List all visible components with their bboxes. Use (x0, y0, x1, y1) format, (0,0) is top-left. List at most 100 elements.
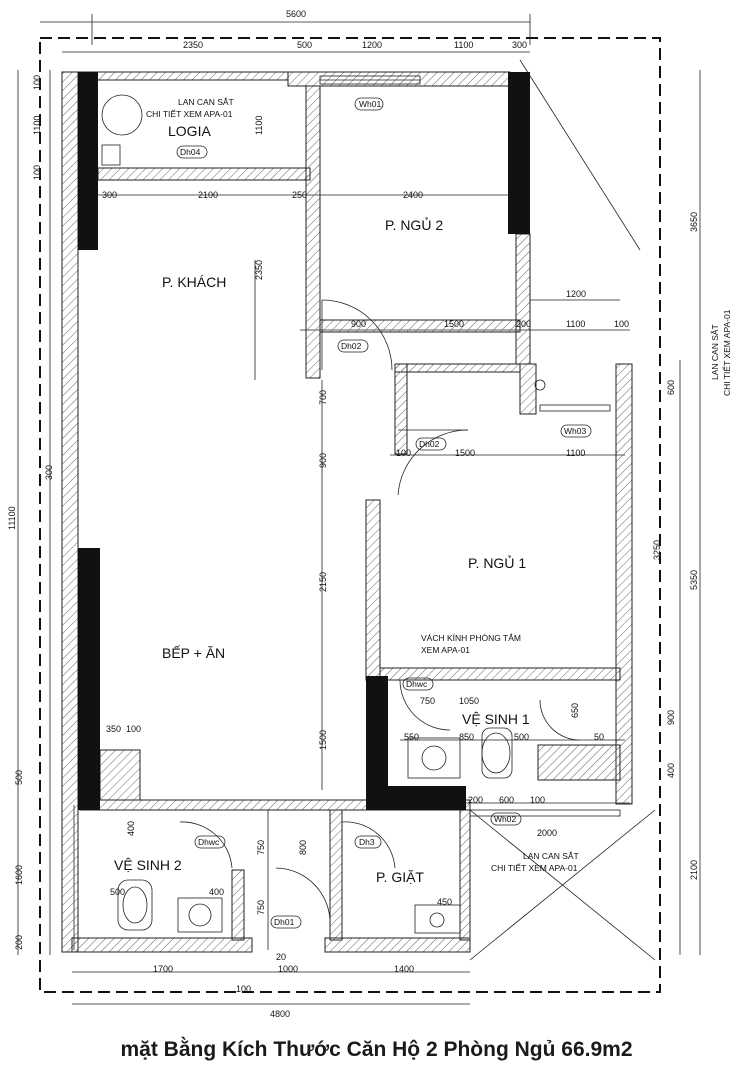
room-bedroom-2: P. NGỦ 2 (385, 216, 443, 233)
dim-text: 650 (570, 703, 580, 718)
dim-text: 1100 (566, 448, 585, 458)
dim-text: 1400 (394, 964, 414, 974)
dim-text: 5600 (286, 9, 306, 19)
tag-wh03: Wh03 (564, 426, 586, 436)
dim-text: 2350 (254, 260, 264, 280)
note-railing-top-2: CHI TIẾT XEM APA-01 (146, 109, 233, 119)
room-bathroom-1: VỆ SINH 1 (462, 711, 530, 727)
dim-text: 3650 (689, 212, 699, 232)
tag-dhwc-2: Dhwc (198, 837, 220, 847)
dim-text: 750 (256, 840, 266, 855)
dim-text: 20 (276, 952, 286, 962)
dim-text: 1050 (459, 696, 479, 706)
dim-text: 450 (437, 897, 452, 907)
dim-text: 600 (666, 380, 676, 395)
dim-text: 2350 (183, 40, 203, 50)
note-railing-right-1: LAN CAN SẮT (710, 324, 720, 380)
tag-dhwc-1: Dhwc (406, 679, 428, 689)
dim-text: 1100 (32, 116, 42, 135)
dim-text: 100 (530, 795, 545, 805)
dim-text: 900 (351, 319, 366, 329)
dim-text: 500 (110, 887, 125, 897)
plan-boundary (39, 37, 661, 993)
dim-text: 100 (32, 75, 42, 90)
fixtures (101, 94, 546, 934)
room-bedroom-1: P. NGỦ 1 (468, 554, 526, 571)
room-kitchen-dining: BẾP + ĂN (162, 645, 225, 661)
dim-text: 400 (666, 763, 676, 778)
tag-wh01: Wh01 (359, 99, 381, 109)
dim-text: 100 (236, 984, 251, 994)
room-laundry: P. GIẶT (376, 869, 424, 885)
dim-text: 1100 (566, 319, 585, 329)
structural-columns (78, 72, 530, 810)
note-railing-bottom-2: CHI TIẾT XEM APA-01 (491, 863, 578, 873)
dim-text: 300 (102, 190, 117, 200)
dim-text: 2100 (198, 190, 218, 200)
dim-text: 500 (14, 770, 24, 785)
dim-text: 700 (318, 390, 328, 405)
tag-dh02-a: Dh02 (341, 341, 362, 351)
dim-text: 750 (256, 900, 266, 915)
dim-text: 4800 (270, 1009, 290, 1019)
dim-text: 200 (468, 795, 483, 805)
dim-text: 11100 (7, 506, 17, 530)
dim-text: 2100 (689, 860, 699, 880)
dim-text: 850 (459, 732, 474, 742)
dim-text: 200 (516, 319, 531, 329)
dim-text: 900 (318, 453, 328, 468)
dim-text: 3250 (652, 540, 662, 560)
dim-text: 350 (106, 724, 121, 734)
dim-text: 800 (298, 840, 308, 855)
dim-text: 500 (514, 732, 529, 742)
dim-text: 100 (126, 724, 141, 734)
walls (61, 71, 633, 953)
tag-dh02-b: Dh02 (419, 439, 440, 449)
dim-text: 550 (404, 732, 419, 742)
dim-text: 100 (32, 165, 42, 180)
room-living: P. KHÁCH (162, 274, 226, 290)
notes: LAN CAN SẮT CHI TIẾT XEM APA-01 LAN CAN … (146, 97, 732, 873)
tag-wh02: Wh02 (494, 814, 516, 824)
dim-text: 2400 (403, 190, 423, 200)
note-glass-partition-1: VÁCH KÍNH PHÒNG TẮM (421, 633, 521, 643)
plan-caption: mặt Bằng Kích Thước Căn Hộ 2 Phòng Ngủ 6… (120, 1038, 633, 1061)
dim-text: 1200 (566, 289, 586, 299)
dim-text: 900 (666, 710, 676, 725)
dim-text: 2150 (318, 572, 328, 592)
dim-text: 400 (209, 887, 224, 897)
dim-text: 1600 (14, 865, 24, 885)
dim-text: 300 (44, 465, 54, 480)
note-railing-right-2: CHI TIẾT XEM APA-01 (722, 309, 732, 396)
room-logia: LOGIA (168, 123, 211, 139)
dim-text: 1500 (444, 319, 464, 329)
dim-text: 50 (594, 732, 604, 742)
dim-text: 300 (512, 40, 527, 50)
dim-text: 1500 (318, 730, 328, 750)
dim-text: 600 (499, 795, 514, 805)
dim-text: 2000 (537, 828, 557, 838)
note-glass-partition-2: XEM APA-01 (421, 645, 470, 655)
dim-text: 250 (292, 190, 307, 200)
note-railing-top-1: LAN CAN SẮT (178, 97, 234, 107)
dim-text: 200 (14, 935, 24, 950)
dim-text: 500 (297, 40, 312, 50)
door-swings (179, 299, 581, 926)
tag-dh3: Dh3 (359, 837, 375, 847)
note-railing-bottom-1: LAN CAN SẮT (523, 851, 579, 861)
dimension-texts: 5600 2350 500 1200 1100 300 2100 300 250… (7, 9, 699, 1019)
dim-text: 1200 (362, 40, 382, 50)
dim-text: 100 (614, 319, 629, 329)
dim-text: 1100 (454, 40, 473, 50)
room-bathroom-2: VỆ SINH 2 (114, 857, 182, 873)
tag-dh01: Dh01 (274, 917, 295, 927)
windows (319, 75, 656, 961)
dim-text: 1000 (278, 964, 298, 974)
dim-text: 750 (420, 696, 435, 706)
opening-tags: Wh01 Dh04 Dh02 Dh02 Wh03 Dhwc Dhwc Dh3 D… (176, 97, 592, 929)
dim-text: 5350 (689, 570, 699, 590)
dim-text: 400 (126, 821, 136, 836)
dim-text: 1500 (455, 448, 475, 458)
dim-text: 1700 (153, 964, 173, 974)
